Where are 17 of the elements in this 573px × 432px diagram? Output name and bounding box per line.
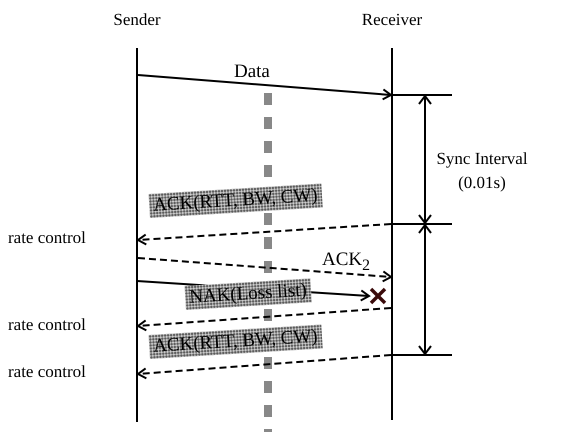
arrow: [137, 223, 392, 246]
edge-label: ACK$_{2}$: [321, 248, 372, 276]
arrow: [137, 354, 392, 380]
side-note: rate control: [8, 229, 86, 248]
interval-label: Sync Interval (0.01s): [435, 148, 529, 194]
side-note: rate control: [8, 363, 86, 382]
edge-label: ACK(RTT, BW, CW): [148, 324, 322, 359]
arrow: [138, 74, 392, 100]
arrow: [138, 257, 392, 282]
edge-label: ACK(RTT, BW, CW): [148, 184, 322, 218]
arrow: [137, 307, 392, 332]
edge-label: Data: [233, 60, 271, 84]
cross-mark: [369, 287, 387, 305]
side-note: rate control: [8, 316, 86, 335]
participant-name: Sender: [112, 10, 162, 30]
edge-label: NAK(Loss list): [184, 278, 312, 310]
participant-name: Receiver: [360, 10, 424, 30]
